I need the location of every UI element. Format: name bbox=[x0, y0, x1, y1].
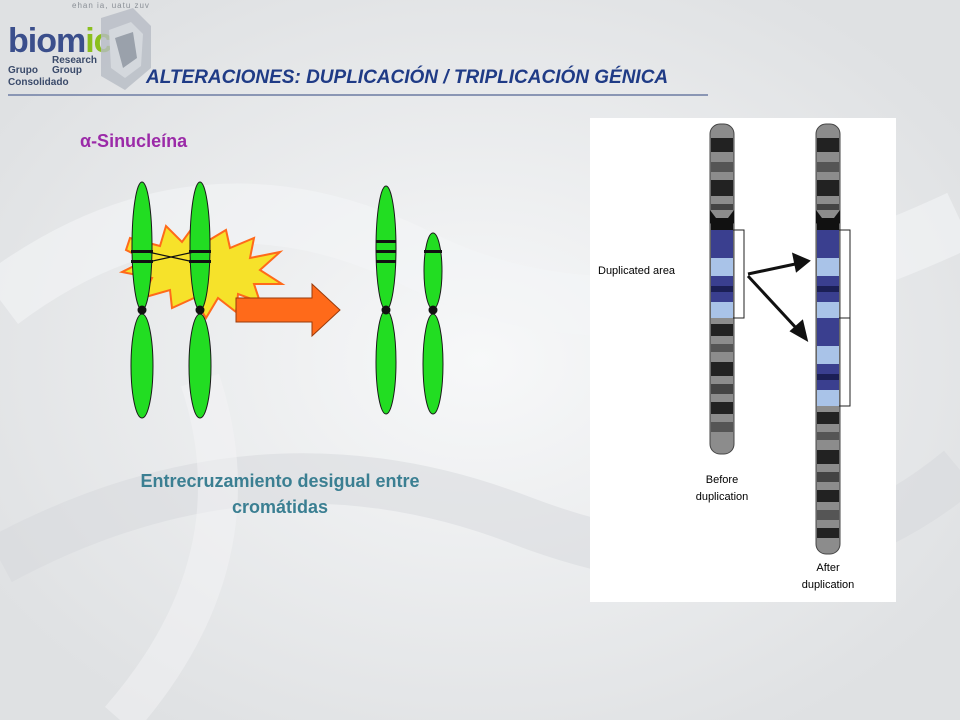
after-label-line2: duplication bbox=[802, 579, 855, 591]
duplication-figure: Duplicated area Before duplication After… bbox=[598, 123, 855, 591]
logo-grupo: Grupo bbox=[8, 65, 38, 76]
crossover-diagram bbox=[118, 181, 444, 419]
process-arrow-icon bbox=[235, 282, 341, 338]
logo-bio: bio bbox=[8, 22, 57, 60]
chromosome-left-2 bbox=[188, 181, 212, 419]
logo-m: m bbox=[55, 22, 86, 60]
after-label-line1: After bbox=[816, 562, 840, 574]
duplication-arrows bbox=[746, 252, 811, 343]
before-label-line2: duplication bbox=[696, 491, 749, 503]
after-bracket-1 bbox=[839, 229, 851, 319]
title-underline bbox=[8, 94, 708, 96]
logo-research: Research bbox=[52, 55, 98, 66]
caption-line-1: Entrecruzamiento desigual entre bbox=[140, 471, 420, 491]
page-title: ALTERACIONES: DUPLICACIÓN / TRIPLICACIÓN… bbox=[146, 67, 669, 88]
diagram-caption: Entrecruzamiento desigual entre cromátid… bbox=[80, 468, 480, 520]
duplicated-area-bracket bbox=[733, 229, 745, 319]
crossover-line-2 bbox=[147, 251, 195, 263]
after-bracket-2 bbox=[839, 317, 851, 407]
chromosome-after bbox=[815, 123, 841, 555]
chromosome-left-1 bbox=[130, 181, 154, 419]
logo-consolidado: Consolidado bbox=[8, 77, 69, 88]
chromosome-result-short bbox=[422, 232, 444, 415]
duplication-figure-panel: Duplicated area Before duplication After… bbox=[590, 118, 896, 602]
chromosome-before bbox=[709, 123, 735, 455]
logo-group: Group bbox=[52, 65, 82, 76]
logo-emblem-icon bbox=[101, 8, 151, 90]
chromosome-result-long bbox=[375, 185, 397, 415]
duplicated-area-label: Duplicated area bbox=[598, 265, 676, 277]
before-label-line1: Before bbox=[706, 474, 738, 486]
caption-line-2: cromátidas bbox=[231, 497, 329, 517]
header-tiny-text: ehan ia, uatu zuv bbox=[72, 1, 150, 10]
section-subtitle: α-Sinucleína bbox=[80, 131, 188, 151]
